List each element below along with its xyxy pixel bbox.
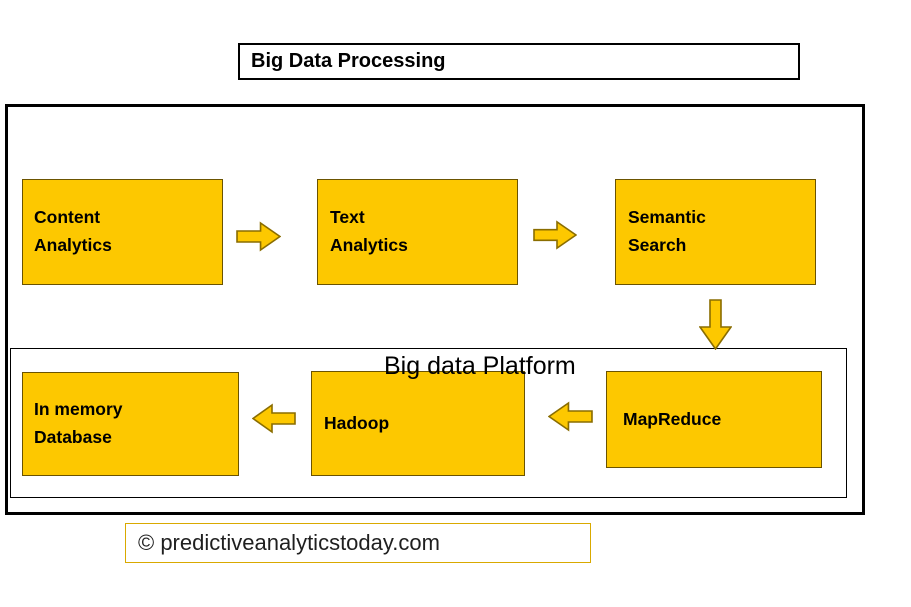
copyright-box: © predictiveanalyticstoday.com bbox=[125, 523, 591, 563]
arrow-right-icon bbox=[236, 220, 281, 253]
node-hadoop: Hadoop bbox=[311, 371, 525, 476]
node-mapreduce: MapReduce bbox=[606, 371, 822, 468]
diagram-title: Big Data Processing bbox=[251, 50, 446, 72]
arrow-right-icon bbox=[533, 219, 577, 251]
node-in-memory-database: In memory Database bbox=[22, 372, 239, 476]
arrow-down-icon bbox=[699, 299, 732, 350]
node-mapreduce-label: MapReduce bbox=[623, 408, 722, 429]
node-semantic-search-label: Semantic Search bbox=[628, 207, 706, 255]
arrow-left-icon bbox=[548, 401, 593, 432]
node-text-analytics: Text Analytics bbox=[317, 179, 518, 285]
copyright-text: © predictiveanalyticstoday.com bbox=[138, 530, 440, 555]
node-in-memory-database-label: In memory Database bbox=[34, 399, 123, 447]
node-content-analytics-label: Content Analytics bbox=[34, 207, 112, 255]
processing-outer-frame bbox=[5, 104, 865, 515]
diagram-title-box: Big Data Processing bbox=[238, 43, 800, 80]
arrow-left-icon bbox=[252, 403, 296, 434]
node-content-analytics: Content Analytics bbox=[22, 179, 223, 285]
node-semantic-search: Semantic Search bbox=[615, 179, 816, 285]
big-data-platform-label: Big data Platform bbox=[384, 352, 576, 380]
node-text-analytics-label: Text Analytics bbox=[330, 207, 408, 255]
big-data-platform-frame bbox=[10, 348, 847, 498]
node-hadoop-label: Hadoop bbox=[324, 412, 390, 433]
